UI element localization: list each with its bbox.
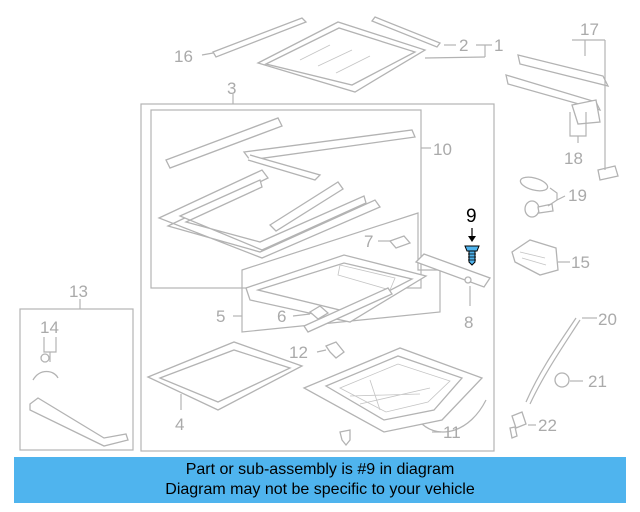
part-20-drain-hose — [525, 317, 597, 405]
caption-banner: Part or sub-assembly is #9 in diagram Di… — [14, 457, 626, 503]
label-11: 11 — [443, 423, 461, 442]
part-17-guide-rails — [505, 39, 619, 181]
part-4-sunshade — [146, 341, 304, 411]
part-14-fasteners — [32, 337, 59, 381]
caption-line-2: Diagram may not be specific to your vehi… — [165, 481, 475, 498]
label-10: 10 — [433, 140, 452, 159]
label-15: 15 — [571, 253, 590, 272]
box-3 — [140, 103, 495, 452]
label-6: 6 — [277, 307, 286, 326]
part-15-motor — [511, 239, 570, 276]
label-16: 16 — [174, 47, 193, 66]
label-12: 12 — [289, 343, 308, 362]
part-7-bracket — [378, 235, 412, 249]
part-5-frame-assembly — [233, 212, 441, 333]
part-13-trim-seal — [29, 397, 129, 447]
label-18: 18 — [564, 149, 583, 168]
label-7: 7 — [364, 232, 373, 251]
part-11-housing — [302, 347, 487, 447]
label-14: 14 — [40, 318, 59, 337]
part-1-glass-panel — [256, 21, 427, 93]
part-19-clips — [519, 176, 566, 218]
label-2: 2 — [459, 36, 468, 55]
label-3: 3 — [227, 79, 236, 98]
part-22-fitting — [509, 411, 536, 439]
part-9-screw-highlighted — [464, 228, 480, 266]
part-10-seal-kit — [150, 109, 431, 289]
label-4: 4 — [175, 415, 184, 434]
box-13 — [19, 308, 134, 451]
part-12-clip — [316, 341, 345, 359]
part-2-seal-strip — [370, 16, 456, 48]
part-16-trim-strip — [201, 17, 308, 58]
part-labels: 16 2 1 17 18 19 15 20 21 22 3 10 7 9 8 5… — [40, 20, 617, 442]
label-19: 19 — [568, 186, 587, 205]
label-20: 20 — [598, 310, 617, 329]
leader-1 — [424, 56, 486, 59]
label-9: 9 — [466, 206, 477, 227]
label-21: 21 — [588, 372, 607, 391]
label-8: 8 — [464, 313, 473, 332]
part-8-deflector — [414, 253, 491, 306]
part-6-clip — [292, 305, 330, 320]
label-17: 17 — [580, 20, 599, 39]
label-5: 5 — [216, 307, 225, 326]
bracket-1-2 — [476, 44, 492, 57]
part-21-grommet — [554, 372, 583, 388]
label-13: 13 — [69, 282, 88, 301]
label-1: 1 — [494, 36, 503, 55]
label-22: 22 — [538, 416, 557, 435]
caption-line-1: Part or sub-assembly is #9 in diagram — [185, 461, 455, 478]
bracket-18 — [569, 112, 587, 143]
